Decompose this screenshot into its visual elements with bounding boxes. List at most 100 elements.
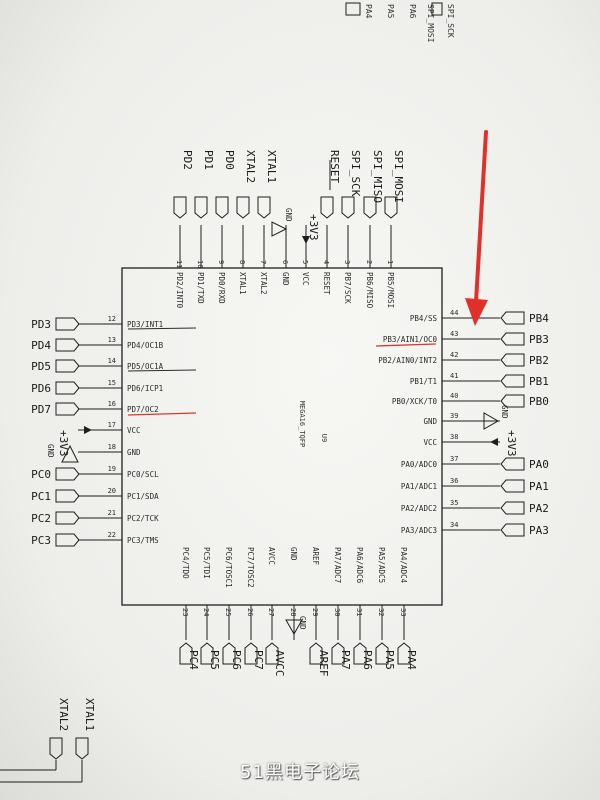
bottom-left-port <box>75 737 89 760</box>
pb3-underline <box>375 343 437 347</box>
bottom-net-port <box>200 642 214 665</box>
bottom-pin-name: GND <box>289 547 298 561</box>
right-net-label: PB4 <box>529 312 549 325</box>
bottom-net-port <box>309 642 323 665</box>
bottom-net-label: PA7 <box>339 650 352 670</box>
top-net-label: +3V3 <box>307 214 320 241</box>
right-net-label: PB3 <box>529 333 549 346</box>
gnd-symbol-bottom <box>285 619 303 636</box>
left-pin-number: 16 <box>108 400 116 408</box>
bottom-pin-name: AVCC <box>267 547 276 565</box>
bottom-left-net-label: XTAL1 <box>83 698 96 731</box>
right-gnd-label: GND <box>500 405 509 419</box>
left-pin-number: 12 <box>108 315 116 323</box>
bottom-pin-name: PC5/TDI <box>202 547 211 579</box>
annotation-arrow-shaft <box>474 130 488 304</box>
bottom-pin-number: 24 <box>202 608 210 616</box>
top-pin-number: 5 <box>301 260 309 264</box>
gnd-symbol-right <box>483 412 500 430</box>
bottom-pin-number: 33 <box>399 608 407 616</box>
right-net-port <box>500 311 525 325</box>
annotation-arrow-head <box>465 298 488 326</box>
left-net-label: PC0 <box>31 468 51 481</box>
right-pin-number: 34 <box>450 521 458 529</box>
top-pin-name: RESET <box>322 272 331 295</box>
right-pin-name: PB1/T1 <box>410 377 437 386</box>
left-net-label: PD6 <box>31 382 51 395</box>
right-pin-name: PA2/ADC2 <box>401 504 437 513</box>
left-pin-number: 19 <box>108 465 116 473</box>
bottom-pin-name: PA7/ADC7 <box>333 547 342 583</box>
top-pin-number: 8 <box>238 260 246 264</box>
top-pin-number: 2 <box>365 260 373 264</box>
left-net-label: PC1 <box>31 490 51 503</box>
left-net-port <box>55 317 80 331</box>
bottom-pin-number: 30 <box>333 608 341 616</box>
top-net-port <box>320 196 334 219</box>
top-pin-name: PB5/MOSI <box>386 272 395 308</box>
bottom-net-label: PA4 <box>405 650 418 670</box>
left-pin-number: 14 <box>108 357 116 365</box>
pd7-underline <box>127 412 197 416</box>
right-net-port <box>500 457 525 471</box>
top-pin-name: PD0/RXD <box>217 272 226 304</box>
left-pin-name: PD5/OC1A <box>127 362 164 371</box>
bottom-pin-number: 31 <box>355 608 363 616</box>
left-net-port <box>55 533 80 547</box>
left-net-port <box>55 489 80 503</box>
top-fragment-port <box>345 2 361 16</box>
bottom-net-port <box>222 642 236 665</box>
right-pin-number: 43 <box>450 330 458 338</box>
top-gnd-label: GND <box>284 208 293 222</box>
right-pin-number: 44 <box>450 309 458 317</box>
top-net-label: PD0 <box>223 150 236 170</box>
left-net-label: PD4 <box>31 339 51 352</box>
bottom-gnd-label: GND <box>298 616 307 630</box>
left-net-port <box>55 511 80 525</box>
left-net-port <box>55 467 80 481</box>
top-pin-name: VCC <box>301 272 310 286</box>
bottom-net-port <box>179 642 193 665</box>
bottom-pin-name: PA4/ADC4 <box>399 547 408 584</box>
top-fragment-label: PA6 <box>408 4 417 19</box>
bottom-pin-number: 26 <box>246 608 254 616</box>
left-net-label: +3V3 <box>57 430 70 457</box>
top-pin-name: PD2/INT0 <box>175 272 184 309</box>
left-pin-number: 20 <box>108 487 116 495</box>
bottom-pin-name: PC6/TOSC1 <box>224 547 233 588</box>
right-net-label: PB1 <box>529 375 549 388</box>
right-net-label: +3V3 <box>505 430 518 457</box>
top-pin-number: 4 <box>322 260 330 264</box>
right-net-label: PB2 <box>529 354 549 367</box>
left-pin-name: PD4/OC1B <box>127 341 164 350</box>
right-pin-number: 40 <box>450 392 458 400</box>
left-pin-name: PC2/TCK <box>127 514 159 523</box>
top-net-port <box>363 196 377 219</box>
top-fragment-label: PA5 <box>386 4 395 19</box>
top-net-port <box>215 196 229 219</box>
top-pin-name: XTAL1 <box>238 272 247 295</box>
bottom-net-label: AVCC <box>273 650 286 677</box>
chip-part-number: MEGA16_TQFP <box>298 401 306 447</box>
right-pin-name: PA1/ADC1 <box>401 482 437 491</box>
right-net-label: PA3 <box>529 524 549 537</box>
bottom-net-label: AREF <box>317 650 330 677</box>
left-pin-name: PC0/SCL <box>127 470 159 479</box>
bottom-pin-name: PA6/ADC6 <box>355 547 364 584</box>
left-pin-number: 17 <box>108 421 116 429</box>
right-net-port <box>500 479 525 493</box>
chip-reference: U9 <box>320 434 328 442</box>
bottom-net-port <box>244 642 258 665</box>
right-pin-name: PA3/ADC3 <box>401 526 437 535</box>
top-net-port <box>341 196 355 219</box>
top-pin-name: PD1/TXD <box>196 272 205 304</box>
left-pin-name: PD3/INT1 <box>127 320 163 329</box>
left-net-port <box>55 402 80 416</box>
bottom-pin-number: 25 <box>224 608 232 616</box>
top-net-port <box>384 196 398 219</box>
right-pin-number: 41 <box>450 372 458 380</box>
vcc-arrow-right <box>490 438 498 446</box>
bottom-net-port <box>375 642 389 665</box>
